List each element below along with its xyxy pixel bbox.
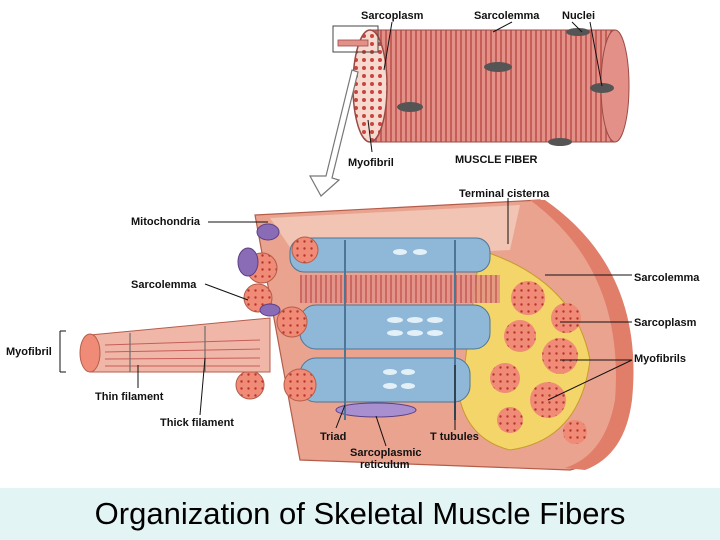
mitochondrion-3 — [259, 303, 281, 317]
label-sarcolemma-right: Sarcolemma — [634, 272, 700, 284]
muscle-fiber-cylinder — [332, 25, 630, 146]
label-nuclei: Nuclei — [562, 10, 595, 22]
label-sarcoplasm-right: Sarcoplasm — [634, 317, 697, 329]
labels: Sarcoplasm Sarcolemma Nuclei Myofibril M… — [6, 10, 700, 471]
detail-box — [332, 25, 379, 53]
caption-bar: Organization of Skeletal Muscle Fibers — [0, 488, 720, 540]
cross-section-detail — [235, 199, 634, 471]
label-terminal-cisterna: Terminal cisterna — [459, 188, 550, 200]
label-sarcolemma-left: Sarcolemma — [131, 279, 197, 291]
slide-title: Organization of Skeletal Muscle Fibers — [94, 496, 626, 531]
label-t-tubules: T tubules — [430, 431, 479, 443]
diagram: Sarcoplasm Sarcolemma Nuclei Myofibril M… — [6, 10, 700, 471]
label-reticulum: reticulum — [360, 459, 410, 471]
label-sarcoplasm-top: Sarcoplasm — [361, 10, 424, 22]
label-myofibril-left: Myofibril — [6, 346, 52, 358]
mitochondrion-4 — [335, 402, 417, 418]
nucleus-4 — [566, 28, 590, 36]
label-mitochondria: Mitochondria — [131, 216, 201, 228]
label-thin-filament: Thin filament — [95, 391, 164, 403]
label-muscle-fiber: MUSCLE FIBER — [455, 154, 538, 166]
label-sarcoplasmic: Sarcoplasmic — [350, 447, 422, 459]
label-sarcolemma-top: Sarcolemma — [474, 10, 540, 22]
muscle-fiber-illustration: Sarcoplasm Sarcolemma Nuclei Myofibril M… — [6, 10, 700, 471]
mitochondrion-2 — [256, 223, 280, 241]
pulled-myofibril — [79, 317, 271, 373]
label-thick-filament: Thick filament — [160, 417, 234, 429]
nucleus-3 — [590, 83, 614, 93]
mitochondrion-1 — [237, 247, 259, 277]
leader-lines — [59, 21, 633, 447]
label-myofibril-top: Myofibril — [348, 157, 394, 169]
label-myofibrils: Myofibrils — [634, 353, 686, 365]
label-triad: Triad — [320, 431, 346, 443]
nucleus-2 — [397, 102, 423, 112]
nucleus-1 — [484, 62, 512, 72]
nucleus-5 — [548, 138, 572, 146]
zoom-arrow — [308, 69, 359, 197]
